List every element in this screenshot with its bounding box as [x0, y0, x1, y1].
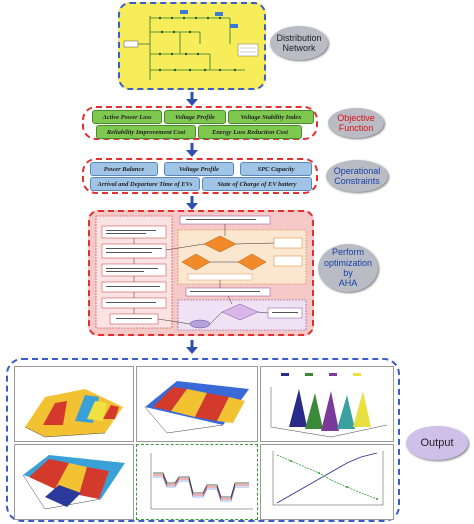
distribution-label-line2: Network: [282, 43, 316, 53]
aha-flowchart-box: [88, 210, 314, 336]
constraint-tag-spc-capacity: SPC Capacity: [240, 162, 312, 176]
output-dual-axis-plot: [260, 444, 394, 520]
distribution-network-label: Distribution Network: [270, 26, 328, 60]
network-schematic: [123, 10, 259, 80]
objective-tag-voltage-profile: Voltage Profile: [164, 110, 226, 124]
constraints-label: Operational Constraints: [326, 160, 388, 192]
objective-tag-active-power-loss: Active Power Loss: [92, 110, 162, 124]
objective-tag-reliability-cost: Reliability Improvement Cost: [96, 125, 196, 139]
output-surface-plot-3: [14, 444, 134, 520]
output-label: Output: [406, 426, 468, 460]
output-surface-plot-2: [136, 366, 258, 442]
objective-tag-voltage-stability-index: Voltage Stability Index: [228, 110, 314, 124]
aha-flowchart: [95, 215, 307, 331]
output-cone-plot: [260, 366, 394, 442]
arrow-down-icon: [186, 143, 198, 157]
output-line-plot: [136, 444, 258, 520]
output-surface-plot-1: [14, 366, 134, 442]
constraint-tag-soc: State of Charge of EV battery: [202, 177, 312, 191]
arrow-down-icon: [186, 196, 198, 210]
arrow-down-icon: [186, 92, 198, 106]
objective-label-line2: Function: [338, 123, 374, 133]
constraint-tag-arrival-departure: Arrival and Departure Time of EVs: [90, 177, 200, 191]
distribution-network-box: [118, 2, 266, 90]
optimization-label-line3: AHA: [338, 278, 358, 289]
output-label-text: Output: [420, 436, 454, 449]
distribution-label-line1: Distribution: [276, 32, 322, 43]
objective-tag-energy-loss-cost: Energy Loss Reduction Cost: [198, 125, 302, 139]
constraints-label-line1: Operational: [333, 165, 381, 176]
optimization-label: Perform optimization by AHA: [318, 244, 378, 292]
arrow-down-icon: [186, 340, 198, 354]
objective-label-line1: Objective: [337, 112, 375, 123]
optimization-label-line1: Perform: [331, 247, 364, 258]
constraints-label-line2: Constraints: [334, 176, 380, 186]
objective-function-label: Objective Function: [328, 108, 384, 138]
optimization-label-line2: optimization by: [323, 257, 373, 278]
constraint-tag-power-balance: Power Balance: [90, 162, 158, 176]
constraint-tag-voltage-profile: Voltage Profile: [164, 162, 234, 176]
